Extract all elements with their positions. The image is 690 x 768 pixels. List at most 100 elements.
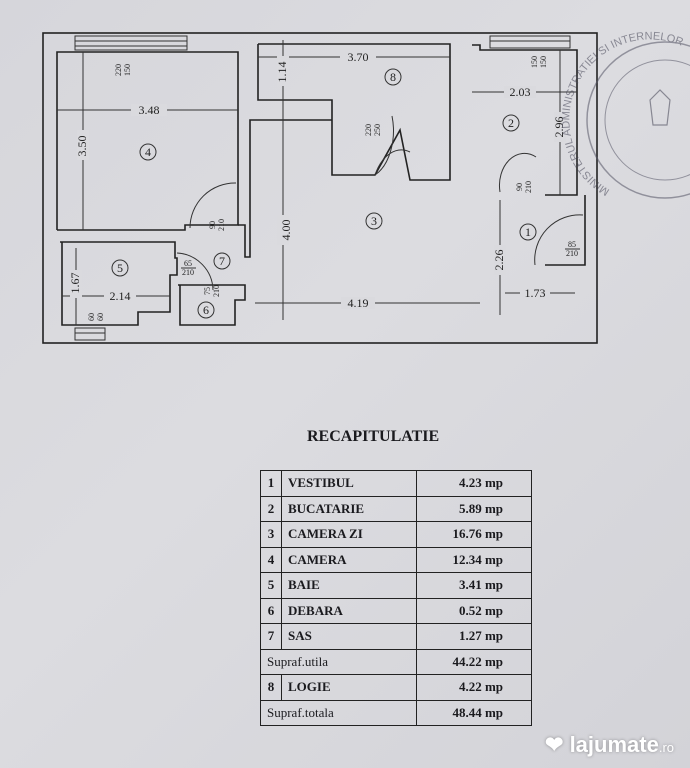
sas-walls — [238, 119, 258, 258]
opening-width: 90 — [208, 221, 217, 229]
room-5-walls — [60, 241, 178, 326]
room-1-walls — [545, 195, 586, 266]
room-number-markers: 4 5 6 7 3 8 2 1 — [111, 68, 537, 319]
room-area: 4.22 mp — [416, 674, 532, 701]
coat-of-arms-icon — [649, 89, 671, 126]
util-area: 44.22 mp — [416, 648, 532, 675]
room-name: BAIE — [281, 572, 417, 599]
opening-width: 220 — [114, 64, 123, 76]
opening-height: 210 — [212, 285, 221, 297]
opening-height: 210 — [566, 249, 578, 258]
window-room-2 — [489, 35, 571, 49]
dim-label: 3.70 — [348, 50, 369, 64]
opening-height: 210 — [182, 268, 194, 277]
room-area: 16.76 mp — [416, 521, 532, 548]
room-2-walls — [472, 44, 578, 196]
opening-width: 75 — [203, 287, 212, 295]
total-label: Supraf.totala — [260, 699, 417, 726]
room-no: 4 — [260, 546, 282, 573]
room-number: 6 — [203, 303, 209, 317]
official-stamp: MINISTERUL ADMINISTRATIEI SI INTERNELOR — [560, 30, 690, 199]
room-number: 4 — [145, 145, 151, 159]
dim-label: 2.03 — [510, 85, 531, 99]
door-swing-room-5 — [176, 252, 214, 291]
watermark: ❤ lajumate.ro — [545, 732, 674, 757]
room-number: 2 — [508, 116, 514, 130]
room-8-walls — [257, 43, 451, 181]
room-name: BUCATARIE — [281, 495, 417, 522]
room-no: 5 — [260, 572, 282, 599]
opening-height: 210 — [217, 219, 226, 231]
dim-label: 3.48 — [139, 103, 160, 117]
window-room-4 — [74, 35, 188, 51]
opening-height: 150 — [123, 64, 132, 76]
dimension-lines — [57, 40, 577, 325]
total-area: 48.44 mp — [416, 699, 532, 726]
opening-height: 250 — [373, 124, 382, 136]
room-area: 0.52 mp — [416, 597, 532, 624]
room-name: LOGIE — [281, 674, 417, 701]
opening-width: 150 — [530, 56, 539, 68]
door-swing-room-8 — [374, 115, 411, 176]
opening-width: 220 — [364, 124, 373, 136]
opening-height: 60 — [96, 313, 105, 321]
dim-label: 1.73 — [525, 286, 546, 300]
room-number: 1 — [525, 225, 531, 239]
room-area: 3.41 mp — [416, 572, 532, 599]
room-area: 12.34 mp — [416, 546, 532, 573]
room-number: 3 — [371, 214, 377, 228]
opening-width: 65 — [184, 259, 192, 268]
room-name: VESTIBUL — [281, 470, 417, 497]
door-swing-room-2 — [499, 152, 537, 193]
dim-label: 1.67 — [68, 273, 82, 294]
room-no: 2 — [260, 495, 282, 522]
room-no: 6 — [260, 597, 282, 624]
dim-label: 1.14 — [275, 62, 289, 83]
door-swing-room-4 — [189, 182, 237, 229]
watermark-brand: lajumate — [569, 732, 659, 757]
door-swing-room-1 — [534, 214, 584, 266]
room-6-walls — [178, 284, 246, 326]
watermark-tld: .ro — [658, 740, 674, 755]
opening-height: 150 — [539, 56, 548, 68]
dimension-labels: 3.48 3.50 3.70 1.14 4.00 4.19 2.03 2.96 … — [68, 50, 566, 310]
dim-label: 4.00 — [279, 220, 293, 241]
room-number: 7 — [219, 254, 225, 268]
room-no: 1 — [260, 470, 282, 497]
room-name: CAMERA — [281, 546, 417, 573]
opening-width: 90 — [515, 183, 524, 191]
room-number: 8 — [390, 70, 396, 84]
room-number: 5 — [117, 261, 123, 275]
dim-label: 4.19 — [348, 296, 369, 310]
opening-width: 60 — [87, 313, 96, 321]
dim-label: 2.96 — [552, 117, 566, 138]
recap-title: RECAPITULATIE — [307, 428, 440, 445]
window-room-5 — [74, 327, 106, 341]
dim-label: 2.26 — [492, 250, 506, 271]
room-area: 1.27 mp — [416, 623, 532, 650]
room-no: 3 — [260, 521, 282, 548]
room-name: CAMERA ZI — [281, 521, 417, 548]
opening-width: 85 — [568, 240, 576, 249]
room-no: 8 — [260, 674, 282, 701]
outer-wall — [42, 32, 598, 344]
util-label: Supraf.utila — [260, 648, 417, 675]
room-name: DEBARA — [281, 597, 417, 624]
room-no: 7 — [260, 623, 282, 650]
dim-label: 2.14 — [110, 289, 131, 303]
dim-label: 3.50 — [75, 136, 89, 157]
opening-height: 210 — [524, 181, 533, 193]
room-area: 5.89 mp — [416, 495, 532, 522]
